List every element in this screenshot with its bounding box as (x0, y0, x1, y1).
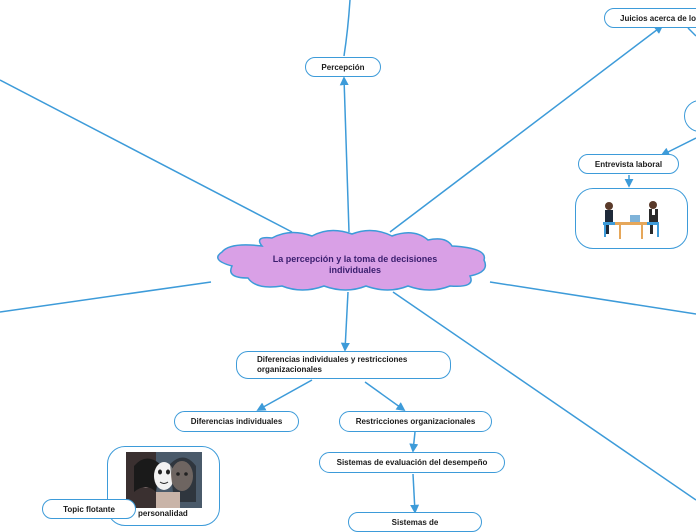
connector-to-dif-restr (345, 292, 348, 350)
node-sistemas-bottom-label: Sistemas de (392, 518, 439, 527)
node-diferencias-restricciones-label: Diferencias individuales y restricciones… (257, 355, 420, 375)
node-sistemas-bottom[interactable]: Sistemas de (348, 512, 482, 532)
node-sistemas-evaluacion[interactable]: Sistemas de evaluación del desempeño (319, 452, 505, 473)
node-juicios[interactable]: Juicios acerca de los (604, 8, 696, 28)
connector-right (490, 282, 696, 314)
interview-image-box[interactable] (575, 188, 688, 249)
personalidad-caption: personalidad (138, 509, 188, 518)
node-diferencias-restricciones[interactable]: Diferencias individuales y restricciones… (236, 351, 451, 379)
node-juicios-label: Juicios acerca de los (620, 14, 696, 23)
connector-to-percepcion (344, 78, 349, 232)
node-entrevista[interactable]: Entrevista laboral (578, 154, 679, 174)
interview-illustration-icon (575, 188, 688, 249)
connector-juicios-right (688, 28, 696, 36)
connector-percepcion-up (344, 0, 350, 56)
connector-to-sistemas-bottom (413, 474, 415, 512)
node-topic-flotante[interactable]: Topic flotante (42, 499, 136, 519)
node-percepcion[interactable]: Percepción (305, 57, 381, 77)
node-restricciones[interactable]: Restricciones organizacionales (339, 411, 492, 432)
connector-to-entrevista (662, 138, 696, 155)
node-percepcion-label: Percepción (321, 63, 364, 72)
connector-to-sistemas (413, 432, 415, 451)
central-topic-title: La percepción y la toma de decisiones in… (250, 254, 460, 276)
connector-upper-left (0, 80, 292, 232)
node-restricciones-label: Restricciones organizacionales (356, 417, 476, 426)
node-topic-flotante-label: Topic flotante (63, 505, 115, 514)
masks-photo-icon (126, 452, 202, 508)
connector-to-restricciones (365, 382, 404, 410)
node-diferencias-individuales[interactable]: Diferencias individuales (174, 411, 299, 432)
connector-to-dif-ind (258, 380, 312, 410)
node-diferencias-individuales-label: Diferencias individuales (191, 417, 283, 426)
node-entrevista-label: Entrevista laboral (595, 160, 662, 169)
connector-left (0, 282, 211, 312)
node-sistemas-evaluacion-label: Sistemas de evaluación del desempeño (337, 458, 488, 467)
